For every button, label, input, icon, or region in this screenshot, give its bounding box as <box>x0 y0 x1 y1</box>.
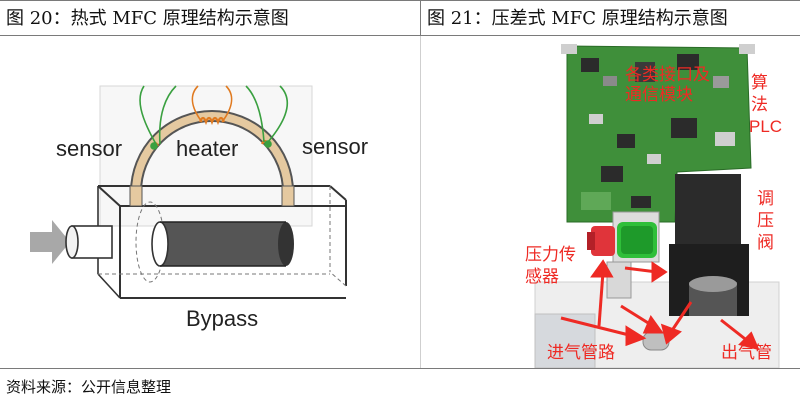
flow-arrow-icon <box>30 220 70 264</box>
inlet-label: 进气管路 <box>547 343 615 362</box>
algorithm-label-2: 法 <box>751 95 768 114</box>
pressure-sensor-label-1: 压力传 <box>525 245 576 264</box>
source-divider <box>0 368 800 369</box>
thermal-mfc-diagram: sensor heater sensor Bypass <box>0 36 420 368</box>
valve-label-3: 阀 <box>757 233 774 252</box>
figure-21-title: 图 21：压差式 MFC 原理结构示意图 <box>420 0 800 36</box>
pcb-board <box>561 44 755 223</box>
outlet-label: 出气管 <box>721 343 772 362</box>
heater-wires <box>191 85 233 123</box>
valve-label-1: 调 <box>757 189 774 208</box>
source-note: 资料来源：公开信息整理 <box>6 378 172 396</box>
column-divider <box>420 36 421 368</box>
flow-arrows <box>560 259 760 351</box>
valve-label-2: 压 <box>757 211 774 230</box>
algorithm-label-1: 算 <box>751 73 768 92</box>
sensor-wires <box>139 85 288 150</box>
plc-label: PLC <box>749 117 782 136</box>
inlet-tube <box>65 225 113 259</box>
comm-module-label: 通信模块 <box>625 85 693 104</box>
pressure-sensor-label-2: 感器 <box>525 267 559 286</box>
sensor-left-label: sensor <box>56 136 122 161</box>
pressure-mfc-illustration: 各类接口及 通信模块 算 法 PLC 调 压 阀 压力传 感器 进气管路 出气管 <box>525 44 782 369</box>
bypass-cylinder <box>151 221 294 267</box>
pressure-valve <box>669 174 749 316</box>
thermal-mfc-illustration: sensor heater sensor Bypass <box>30 85 368 331</box>
figure-20-title: 图 20：热式 MFC 原理结构示意图 <box>0 0 420 36</box>
sensor-right-label: sensor <box>302 134 368 159</box>
heater-label: heater <box>176 136 238 161</box>
bypass-label: Bypass <box>186 306 258 331</box>
interface-label: 各类接口及 <box>625 65 710 84</box>
pressure-mfc-diagram: 各类接口及 通信模块 算 法 PLC 调 压 阀 压力传 感器 进气管路 出气管 <box>421 36 800 369</box>
bypass-box <box>97 85 347 299</box>
